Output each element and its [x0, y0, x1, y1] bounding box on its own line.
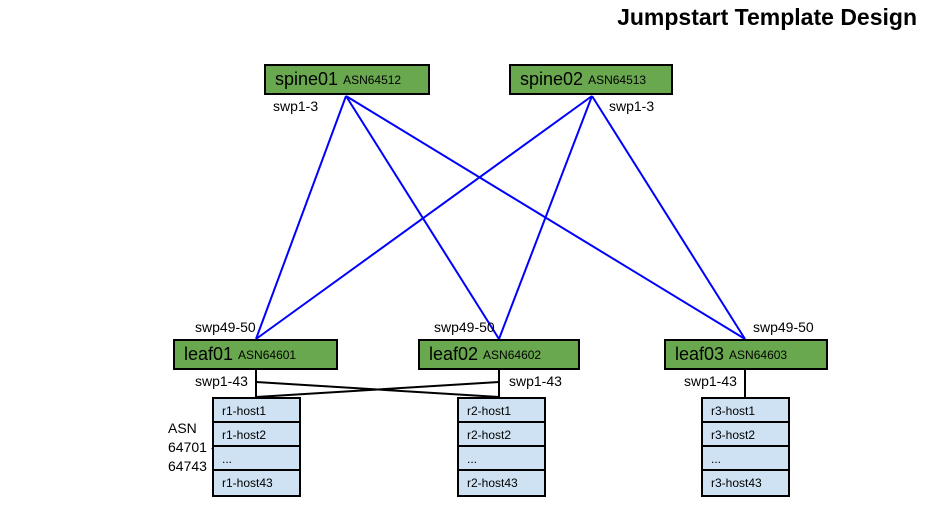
leaf02-asn: ASN64602	[483, 347, 542, 362]
leaf01-uplink-label: swp49-50	[195, 319, 256, 335]
leaf03-uplink-label: swp49-50	[753, 319, 814, 335]
host-item[interactable]: r3-host2	[703, 423, 788, 447]
host-item-ellipsis: ...	[703, 447, 788, 471]
rack-2: r2-host1 r2-host2 ... r2-host43	[457, 397, 546, 497]
host-asn-range: ASN 64701 - 64743	[168, 419, 215, 476]
leaf03-switch[interactable]: leaf03 ASN64603	[664, 339, 828, 370]
host-asn-range-line3: 64743	[168, 458, 207, 474]
host-item[interactable]: r2-host43	[467, 476, 518, 490]
link-spine02-leaf03	[591, 95, 746, 340]
leaf01-name: leaf01	[184, 344, 234, 364]
host-item[interactable]: r1-host43	[222, 476, 273, 490]
host-item[interactable]: r2-host2	[459, 423, 544, 447]
leaf02-name: leaf02	[429, 344, 479, 364]
host-asn-range-line1: ASN	[168, 420, 197, 436]
link-spine02-leaf01	[255, 95, 593, 340]
rack-1: r1-host1 r1-host2 ... r1-host43	[212, 397, 301, 497]
host-item[interactable]: r3-host1	[703, 399, 788, 423]
host-item[interactable]: r1-host2	[214, 423, 299, 447]
host-item[interactable]: r1-host1	[214, 399, 299, 423]
link-spine01-leaf01	[255, 95, 347, 340]
spine02-name: spine02	[520, 69, 584, 89]
host-item[interactable]: r2-host1	[459, 399, 544, 423]
spine01-switch[interactable]: spine01 ASN64512	[264, 64, 430, 95]
link-leaf02-rack1	[255, 381, 500, 398]
rack-3: r3-host1 r3-host2 ... r3-host43	[701, 397, 790, 497]
host-item[interactable]: r3-host43	[711, 476, 762, 490]
spine02-asn: ASN64513	[588, 72, 647, 87]
leaf01-host-port-label: swp1-43	[195, 373, 248, 389]
leaf03-asn: ASN64603	[729, 347, 788, 362]
leaf01-asn: ASN64601	[238, 347, 297, 362]
spine01-name: spine01	[275, 69, 339, 89]
host-asn-range-line2: 64701 -	[168, 439, 216, 455]
leaf01-switch[interactable]: leaf01 ASN64601	[173, 339, 338, 370]
spine02-port-label: swp1-3	[609, 98, 655, 114]
leaf03-host-port-label: swp1-43	[684, 373, 737, 389]
host-item-ellipsis: ...	[214, 447, 299, 471]
spine02-switch[interactable]: spine02 ASN64513	[509, 64, 673, 95]
leaf02-switch[interactable]: leaf02 ASN64602	[418, 339, 580, 370]
host-item-ellipsis: ...	[459, 447, 544, 471]
leaf02-uplink-label: swp49-50	[434, 319, 495, 335]
leaf02-host-port-label: swp1-43	[509, 373, 562, 389]
spine01-asn: ASN64512	[343, 72, 402, 87]
diagram-title: Jumpstart Template Design	[617, 4, 917, 30]
leaf03-name: leaf03	[675, 344, 725, 364]
link-spine02-leaf02	[498, 95, 593, 340]
spine01-port-label: swp1-3	[273, 98, 319, 114]
